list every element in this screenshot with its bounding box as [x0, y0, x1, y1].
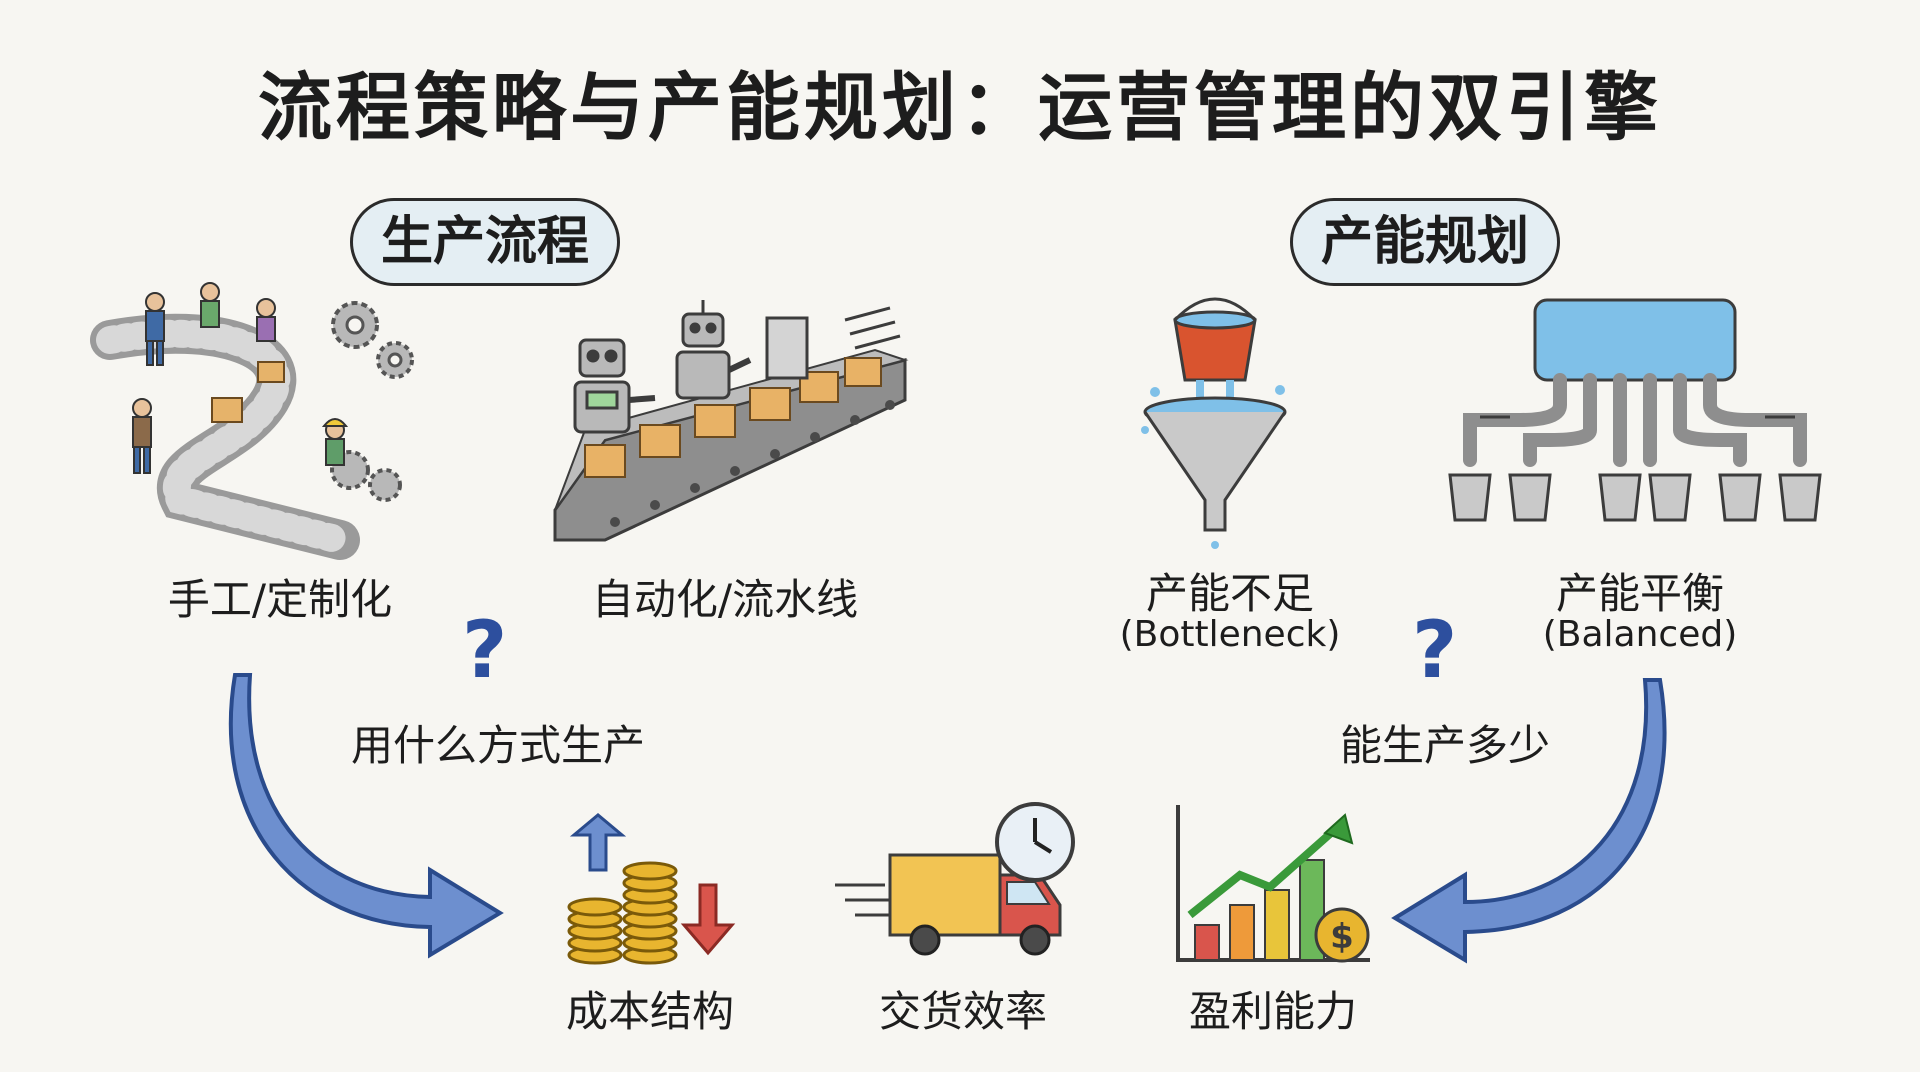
page-title: 流程策略与产能规划：运营管理的双引擎 — [258, 65, 1662, 151]
coins-icon — [567, 861, 678, 965]
option-balanced-label: 产能平衡 — [1555, 569, 1724, 618]
box-icon — [257, 361, 285, 383]
heading-production-process: 生产流程 — [350, 198, 621, 286]
question-mark-icon: ? — [1412, 606, 1458, 696]
bucket-icon — [1173, 297, 1257, 382]
outcome-cost-structure: 成本结构 — [565, 987, 734, 1036]
outcome-profitability: 盈利能力 — [1188, 987, 1357, 1036]
option-balanced-en: (Balanced) — [1542, 614, 1738, 655]
gear-icon — [331, 301, 379, 349]
cost-structure-icon — [567, 813, 736, 965]
worker-icon — [145, 292, 165, 366]
right-curved-arrow-icon — [1391, 678, 1667, 964]
option-bottleneck-en: (Bottleneck) — [1119, 614, 1341, 655]
profitability-chart-icon: $ — [1176, 805, 1370, 963]
robot-icon — [675, 300, 752, 400]
water-drops-icon — [1141, 385, 1285, 434]
robot-icon — [573, 338, 656, 434]
funnel-icon — [1143, 396, 1287, 532]
left-curved-arrow-icon — [228, 673, 504, 959]
outcome-delivery-efficiency: 交货效率 — [878, 987, 1047, 1036]
manual-production-illustration — [90, 282, 414, 560]
question-how-to-produce: 用什么方式生产 — [350, 721, 645, 770]
option-automation-label: 自动化/流水线 — [591, 575, 859, 624]
motion-lines-icon — [844, 306, 901, 350]
water-tank-icon — [1533, 298, 1737, 382]
box-icon — [211, 397, 243, 423]
automation-illustration — [553, 300, 909, 542]
question-how-much-capacity: 能生产多少 — [1339, 721, 1550, 770]
delivery-truck-icon — [835, 802, 1075, 956]
control-panel-icon — [765, 316, 809, 380]
worker-icon — [132, 398, 152, 474]
option-manual-label: 手工/定制化 — [167, 575, 393, 624]
bottleneck-illustration — [1141, 297, 1287, 549]
box-icon — [584, 357, 882, 478]
option-bottleneck-label: 产能不足 — [1145, 569, 1314, 618]
heading-capacity-planning: 产能规划 — [1290, 198, 1561, 286]
bucket-icon — [1448, 473, 1822, 522]
worker-icon — [256, 298, 276, 342]
dollar-coin-icon: $ — [1314, 907, 1370, 963]
clock-icon — [995, 802, 1075, 882]
question-mark-icon: ? — [462, 606, 508, 696]
balanced-illustration — [1448, 298, 1822, 522]
worker-icon — [200, 282, 220, 328]
dollar-sign: $ — [1330, 917, 1354, 957]
worker-icon — [321, 418, 349, 466]
gear-icon — [376, 341, 414, 379]
